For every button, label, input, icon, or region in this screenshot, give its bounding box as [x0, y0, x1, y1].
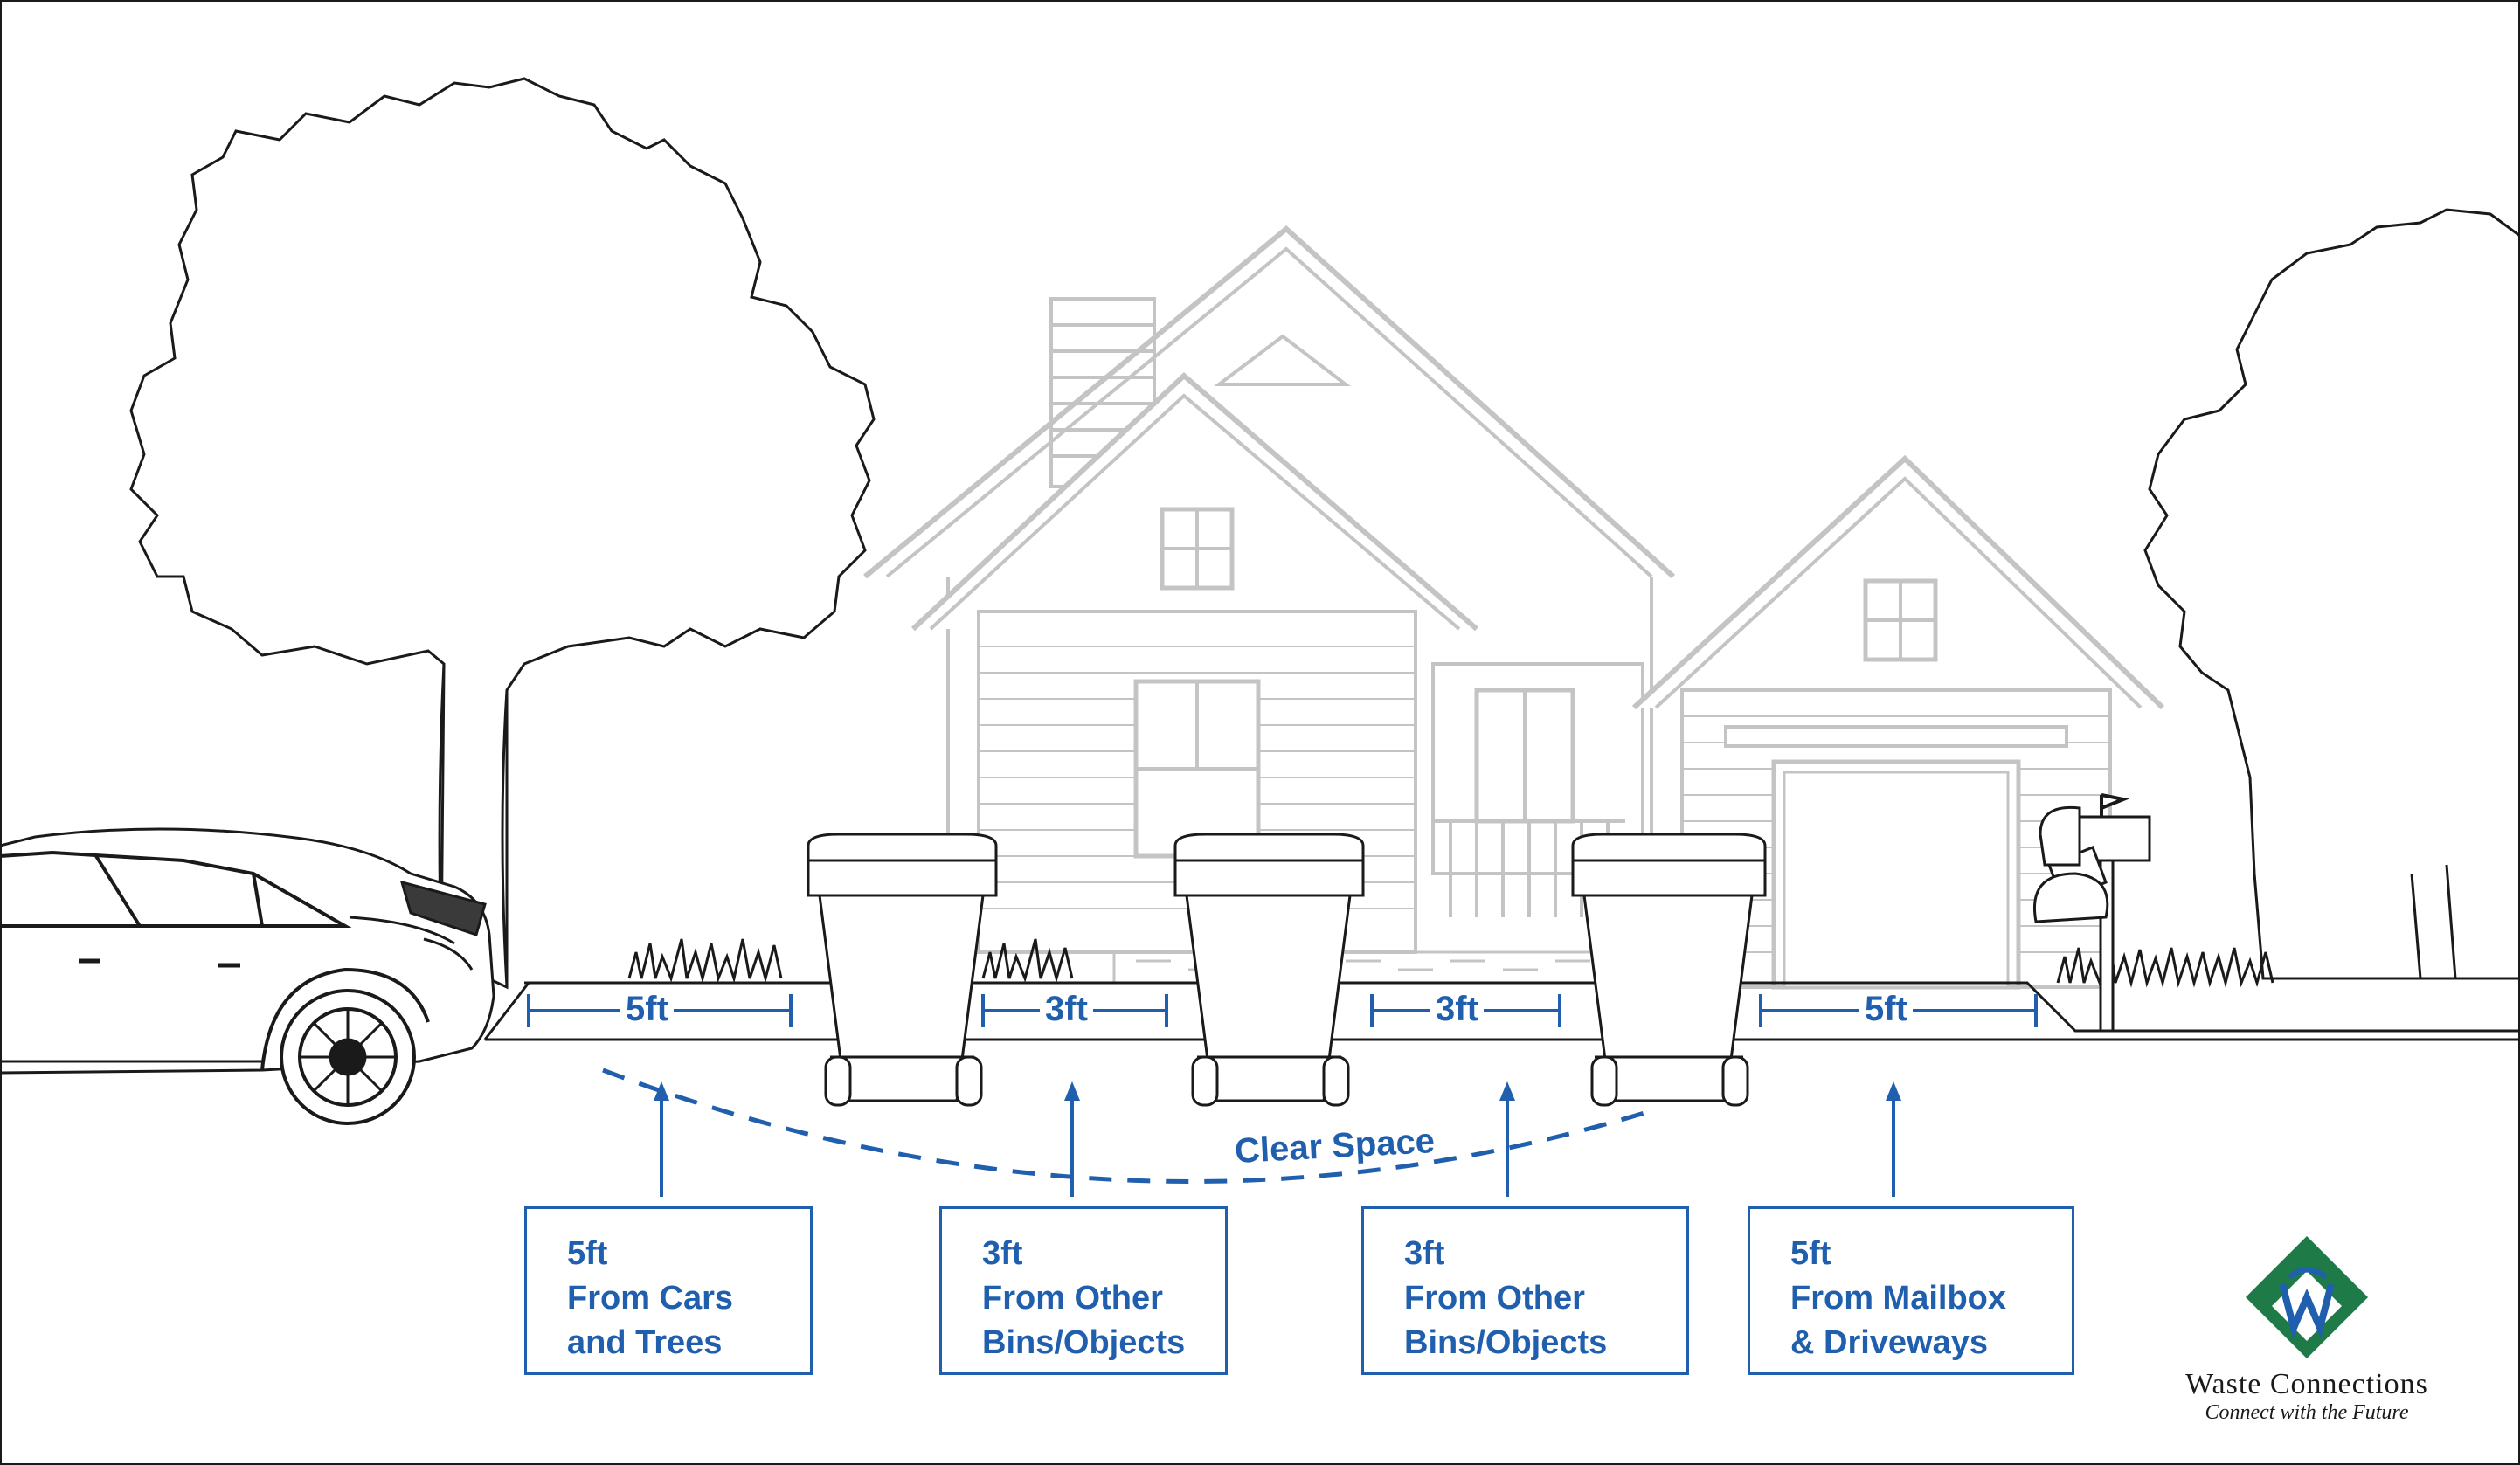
info-box-line: Bins/Objects [982, 1324, 1186, 1361]
info-box-line: 3ft [1404, 1235, 1445, 1272]
info-box-line: From Mailbox [1790, 1280, 2007, 1316]
waste-connections-logo: Waste Connections Connect with the Futur… [2141, 1240, 2473, 1425]
dimension-label-car-tree: 5ft [620, 990, 674, 1029]
logo-name: Waste Connections [2185, 1368, 2428, 1400]
info-box-line: 5ft [567, 1235, 608, 1272]
dimension-label-bins-left: 3ft [1040, 990, 1093, 1029]
logo-mark-spacer [2141, 1240, 2473, 1363]
info-box-line: 3ft [982, 1235, 1023, 1272]
info-box-line: Bins/Objects [1404, 1324, 1608, 1361]
house-illustration [863, 225, 2165, 990]
info-box-line: & Driveways [1790, 1324, 1989, 1361]
mailbox-illustration [2033, 793, 2151, 1033]
waste-connections-logo-mark [2246, 1236, 2368, 1358]
info-box-line: From Other [982, 1280, 1163, 1316]
info-box-mailbox-driveways: 5ft From Mailbox & Driveways [1748, 1206, 2074, 1375]
clear-space-arc [602, 1068, 1657, 1184]
info-box-line: From Other [1404, 1280, 1585, 1316]
dimension-label-bins-right: 3ft [1430, 990, 1484, 1029]
logo-tagline: Connect with the Future [2205, 1401, 2409, 1424]
info-box-line: and Trees [567, 1324, 723, 1361]
bin-1 [807, 833, 998, 1107]
grass [627, 938, 2274, 988]
info-box-line: 5ft [1790, 1235, 1831, 1272]
car-illustration [0, 827, 495, 1125]
info-box-other-bins-right: 3ft From Other Bins/Objects [1361, 1206, 1689, 1375]
dimension-label-mailbox-driveway: 5ft [1859, 990, 1913, 1029]
info-box-cars-trees: 5ft From Cars and Trees [524, 1206, 813, 1375]
info-box-other-bins-left: 3ft From Other Bins/Objects [939, 1206, 1228, 1375]
right-tree [2143, 208, 2520, 980]
info-box-line: From Cars [567, 1280, 734, 1316]
arrow-heads [654, 1081, 1901, 1101]
bin-2 [1173, 833, 1365, 1107]
bin-3 [1571, 833, 1767, 1107]
sidewalk-and-curb [0, 981, 2520, 1061]
dimension-lines [527, 994, 2038, 1197]
